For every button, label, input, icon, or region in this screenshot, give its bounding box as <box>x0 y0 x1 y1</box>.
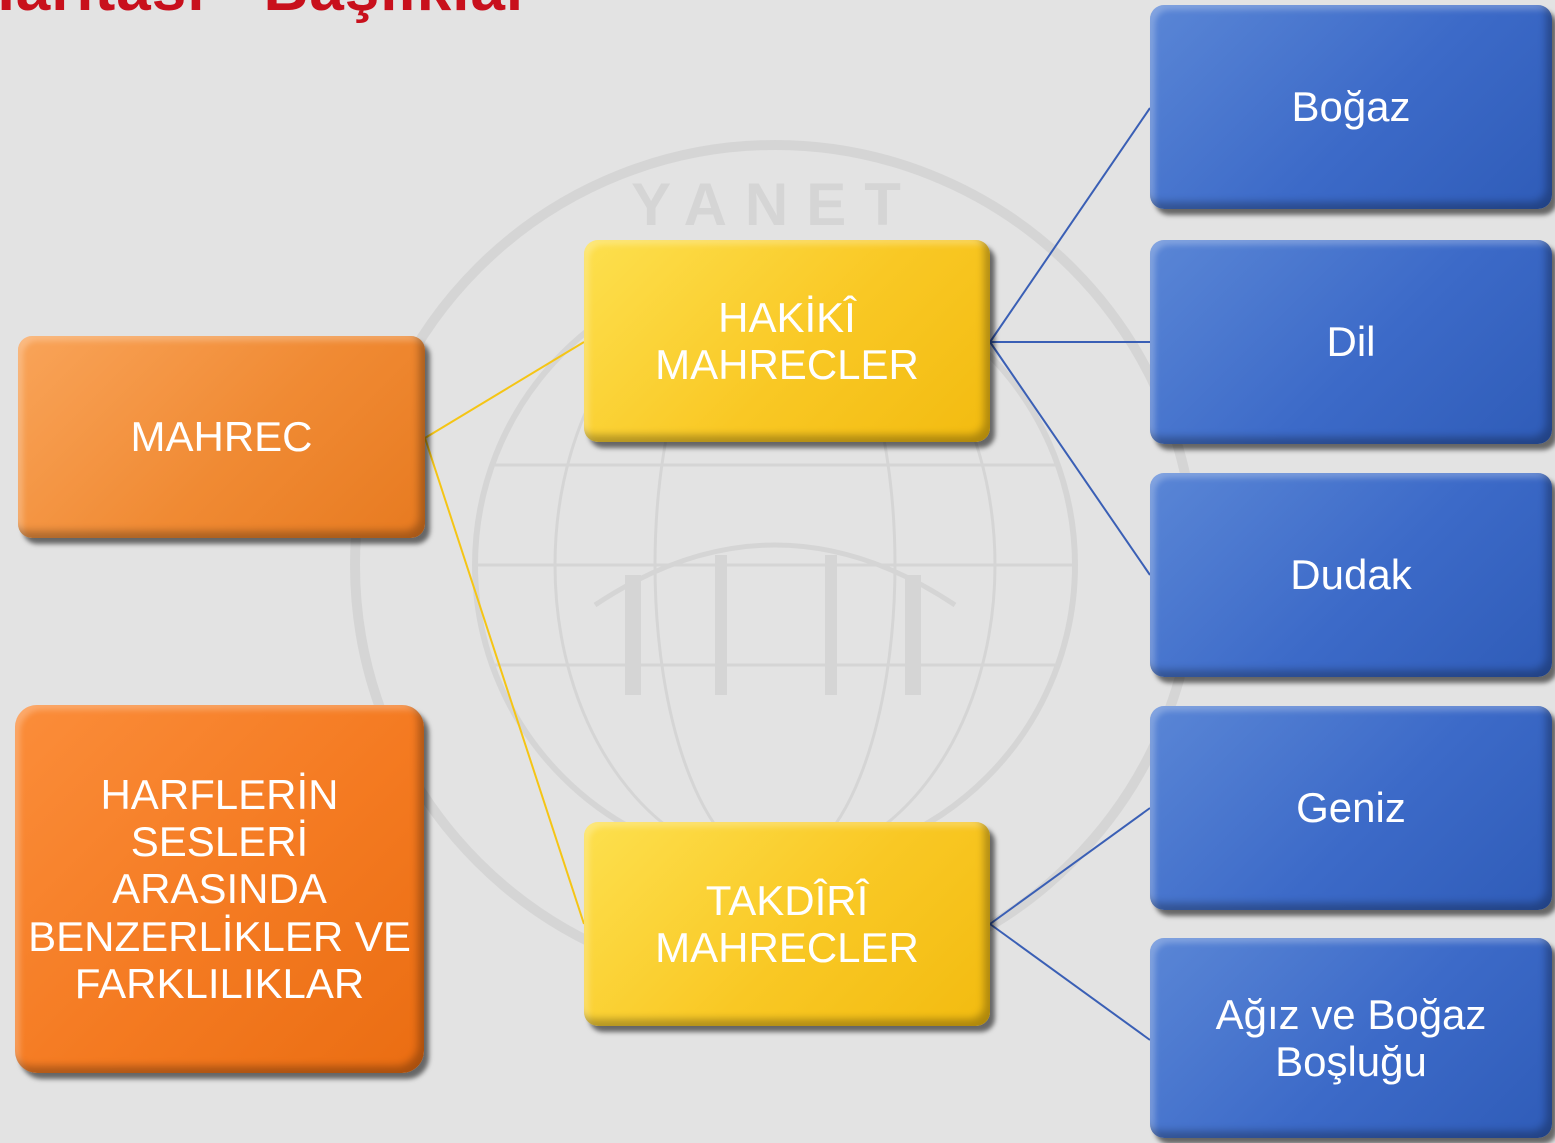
node-mahrec: MAHREC <box>18 336 425 538</box>
connector-mahrec-hakiki <box>424 341 585 439</box>
node-geniz-label: Geniz <box>1296 784 1406 832</box>
connector-takdiri-agiz <box>989 923 1151 1041</box>
connector-takdiri-geniz <box>989 807 1151 925</box>
node-agiz-ve-bogaz: Ağız ve Boğaz Boşluğu <box>1150 938 1552 1138</box>
node-mahrec-label: MAHREC <box>130 413 313 461</box>
node-agiz-ve-bogaz-label: Ağız ve Boğaz Boşluğu <box>1215 990 1487 1085</box>
node-harflerin-sesleri-label: HARFLERİN SESLERİ ARASINDA BENZERLİKLER … <box>28 771 411 1007</box>
page-title: Haritası - Başlıklar <box>0 0 531 25</box>
node-hakiki-mahrecler-label: HAKİKÎ MAHRECLER <box>655 293 919 388</box>
node-bogaz-label: Boğaz <box>1291 83 1411 131</box>
node-dudak: Dudak <box>1150 473 1552 677</box>
svg-text:YANET: YANET <box>631 171 919 238</box>
node-dudak-label: Dudak <box>1290 551 1412 599</box>
node-takdiri-mahrecler-label: TAKDÎRÎ MAHRECLER <box>655 876 919 971</box>
node-hakiki-mahrecler: HAKİKÎ MAHRECLER <box>584 240 990 442</box>
node-harflerin-sesleri: HARFLERİN SESLERİ ARASINDA BENZERLİKLER … <box>15 705 424 1073</box>
node-takdiri-mahrecler: TAKDÎRÎ MAHRECLER <box>584 822 990 1026</box>
node-geniz: Geniz <box>1150 706 1552 910</box>
connector-mahrec-takdiri <box>424 437 585 925</box>
node-bogaz: Boğaz <box>1150 5 1552 209</box>
node-dil: Dil <box>1150 240 1552 444</box>
connector-hakiki-bogaz <box>989 107 1151 343</box>
connector-hakiki-dudak <box>989 341 1151 576</box>
node-dil-label: Dil <box>1326 318 1376 366</box>
